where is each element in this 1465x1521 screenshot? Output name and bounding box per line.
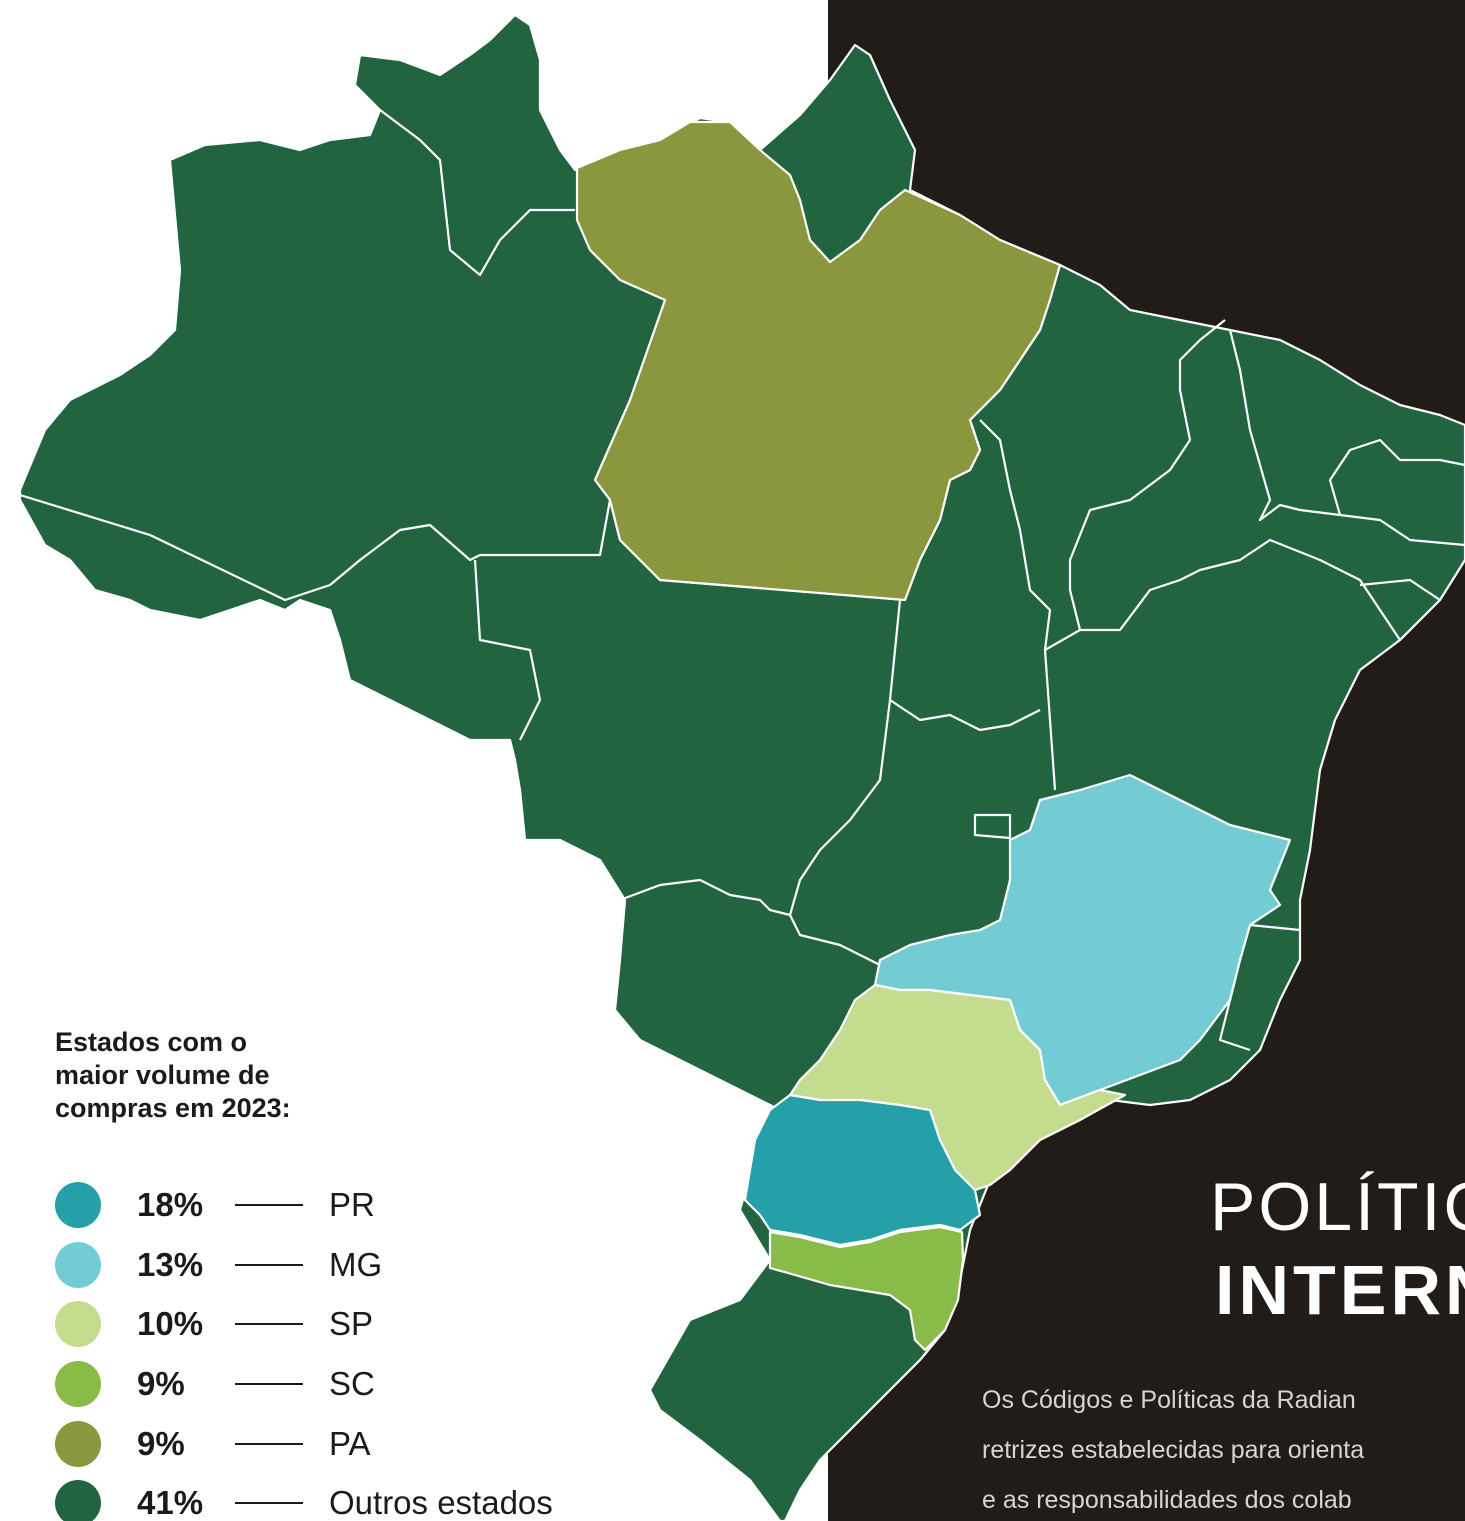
section-heading-line2: INTERN [1215, 1251, 1465, 1329]
legend-dot [55, 1480, 101, 1521]
legend-dot [55, 1421, 101, 1467]
legend-percent: 13% [137, 1246, 204, 1283]
legend-percent: 9% [137, 1425, 185, 1462]
body-text-line: e as responsabilidades dos colab [982, 1486, 1352, 1514]
body-text-line: retrizes estabelecidas para orienta [982, 1436, 1365, 1464]
legend-connector-line [235, 1443, 303, 1445]
legend-connector-line [235, 1264, 303, 1266]
legend-state-label: SP [329, 1305, 374, 1342]
legend-title: Estados com o maior volume de compras em… [55, 1026, 385, 1125]
legend-percent: 9% [137, 1365, 185, 1402]
map-region-pa [575, 120, 1062, 602]
map-region-sp [788, 983, 1127, 1192]
legend-state-label: PA [329, 1425, 371, 1462]
map-region-pr [743, 1093, 982, 1247]
section-heading-line1: POLÍTIC [1210, 1169, 1465, 1245]
legend-state-label: SC [329, 1365, 375, 1402]
legend-title-line: compras em 2023: [55, 1093, 291, 1123]
legend-title-line: maior volume de [55, 1060, 270, 1090]
legend-connector-line [235, 1502, 303, 1504]
legend-state-label: MG [329, 1246, 383, 1283]
legend-state-label: Outros estados [329, 1484, 553, 1521]
legend-dot [55, 1182, 101, 1228]
body-text-line: Os Códigos e Políticas da Radian [982, 1386, 1356, 1414]
legend-connector-line [235, 1383, 303, 1385]
legend-item-pr: 18% PR [55, 1182, 655, 1228]
legend-item-pa: 9% PA [55, 1421, 655, 1467]
legend-item-mg: 13% MG [55, 1242, 655, 1288]
legend-dot [55, 1361, 101, 1407]
legend-percent: 10% [137, 1305, 204, 1342]
map-region-brazil-base [18, 13, 1465, 1521]
legend-connector-line [235, 1204, 303, 1206]
legend-item-sc: 9% SC [55, 1361, 655, 1407]
legend-item-outros: 41% Outros estados [55, 1480, 655, 1521]
legend-connector-line [235, 1323, 303, 1325]
legend-percent: 18% [137, 1186, 204, 1223]
legend-title-line: Estados com o [55, 1027, 248, 1057]
legend-percent: 41% [137, 1484, 204, 1521]
legend-dot [55, 1301, 101, 1347]
legend-item-sp: 10% SP [55, 1301, 655, 1347]
legend-dot [55, 1242, 101, 1288]
map-region-sc [768, 1225, 965, 1352]
legend-state-label: PR [329, 1186, 375, 1223]
